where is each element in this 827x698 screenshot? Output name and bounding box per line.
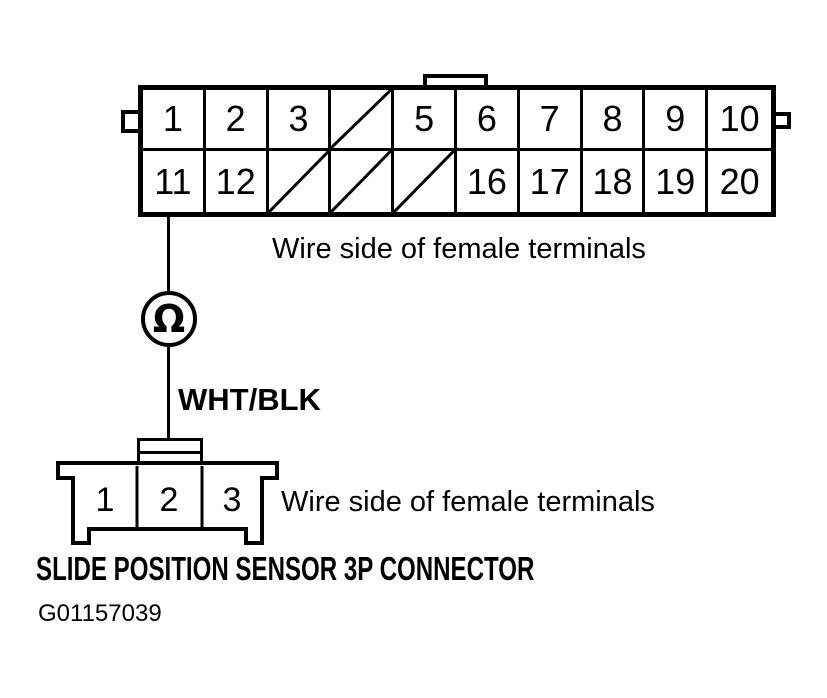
pin-number: 1 [96,481,115,519]
pin-cell: 3 [268,90,332,151]
pin-cell: 18 [582,151,646,212]
pin-number: 10 [719,98,760,139]
connector-right-tab [773,112,791,129]
pin-number: 9 [665,98,686,139]
cavity-block-divider [140,451,200,454]
caption-top-connector: Wire side of female terminals [272,233,646,265]
connector-title: SLIDE POSITION SENSOR 3P CONNECTOR [36,550,535,587]
pin-cell: 11 [143,151,206,212]
connector-left-tab [121,110,141,133]
pin-number: 7 [539,98,560,139]
pin-number: 17 [529,160,570,202]
pin-number: 1 [162,98,183,139]
slide-position-sensor-connector: 1 2 3 [56,461,279,545]
pin-cell-crossed [331,151,395,212]
pin-number: 3 [223,481,242,519]
connector-outline [56,461,279,545]
pin-number: 8 [602,98,623,139]
pin-cell: 6 [456,90,520,151]
pin-cell-crossed [331,90,395,151]
diagonal-cross-icon [269,151,329,212]
pin-cell-crossed [268,151,332,212]
pin-cell: 12 [205,151,269,212]
wire-segment-upper [167,215,170,293]
pin-cell-crossed [394,151,457,212]
diagonal-cross-icon [331,151,391,212]
figure-code: G01157039 [38,600,162,627]
pin-cell: 9 [645,90,709,151]
pin-cell: 20 [708,151,771,212]
pin-cell: 7 [519,90,583,151]
pin-cell: 8 [582,90,646,151]
pin-number: 16 [466,160,507,202]
ohm-symbol: Ω [152,297,186,341]
pin-number: 12 [215,160,256,202]
pin-cell: 19 [645,151,709,212]
ohmmeter-icon: Ω [141,291,197,347]
pin-cell: 16 [456,151,520,212]
caption-bottom-connector: Wire side of female terminals [281,486,655,518]
diagonal-cross-icon [394,151,454,212]
pin-cell: 10 [708,90,771,151]
pin-number: 19 [655,160,696,202]
pin-number: 20 [719,160,760,202]
pin-cell: 2 [205,90,269,151]
pin-number: 5 [414,98,435,139]
pin-cell: 17 [519,151,583,212]
pin-number: 2 [160,481,179,519]
pin-cell: 5 [394,90,457,151]
pin-cell: 1 [143,90,206,151]
pin-number: 3 [288,98,309,139]
wire-color-label: WHT/BLK [178,382,321,417]
pin-number: 11 [154,160,192,202]
diagonal-cross-icon [331,90,391,148]
pin-number: 2 [225,98,246,139]
pin-number: 6 [476,98,497,139]
pin-number: 18 [592,160,633,202]
wire-segment-lower [167,345,170,439]
main-connector-20p: 1 2 3 5 6 7 8 9 10 11 12 16 17 18 19 20 [138,85,776,217]
